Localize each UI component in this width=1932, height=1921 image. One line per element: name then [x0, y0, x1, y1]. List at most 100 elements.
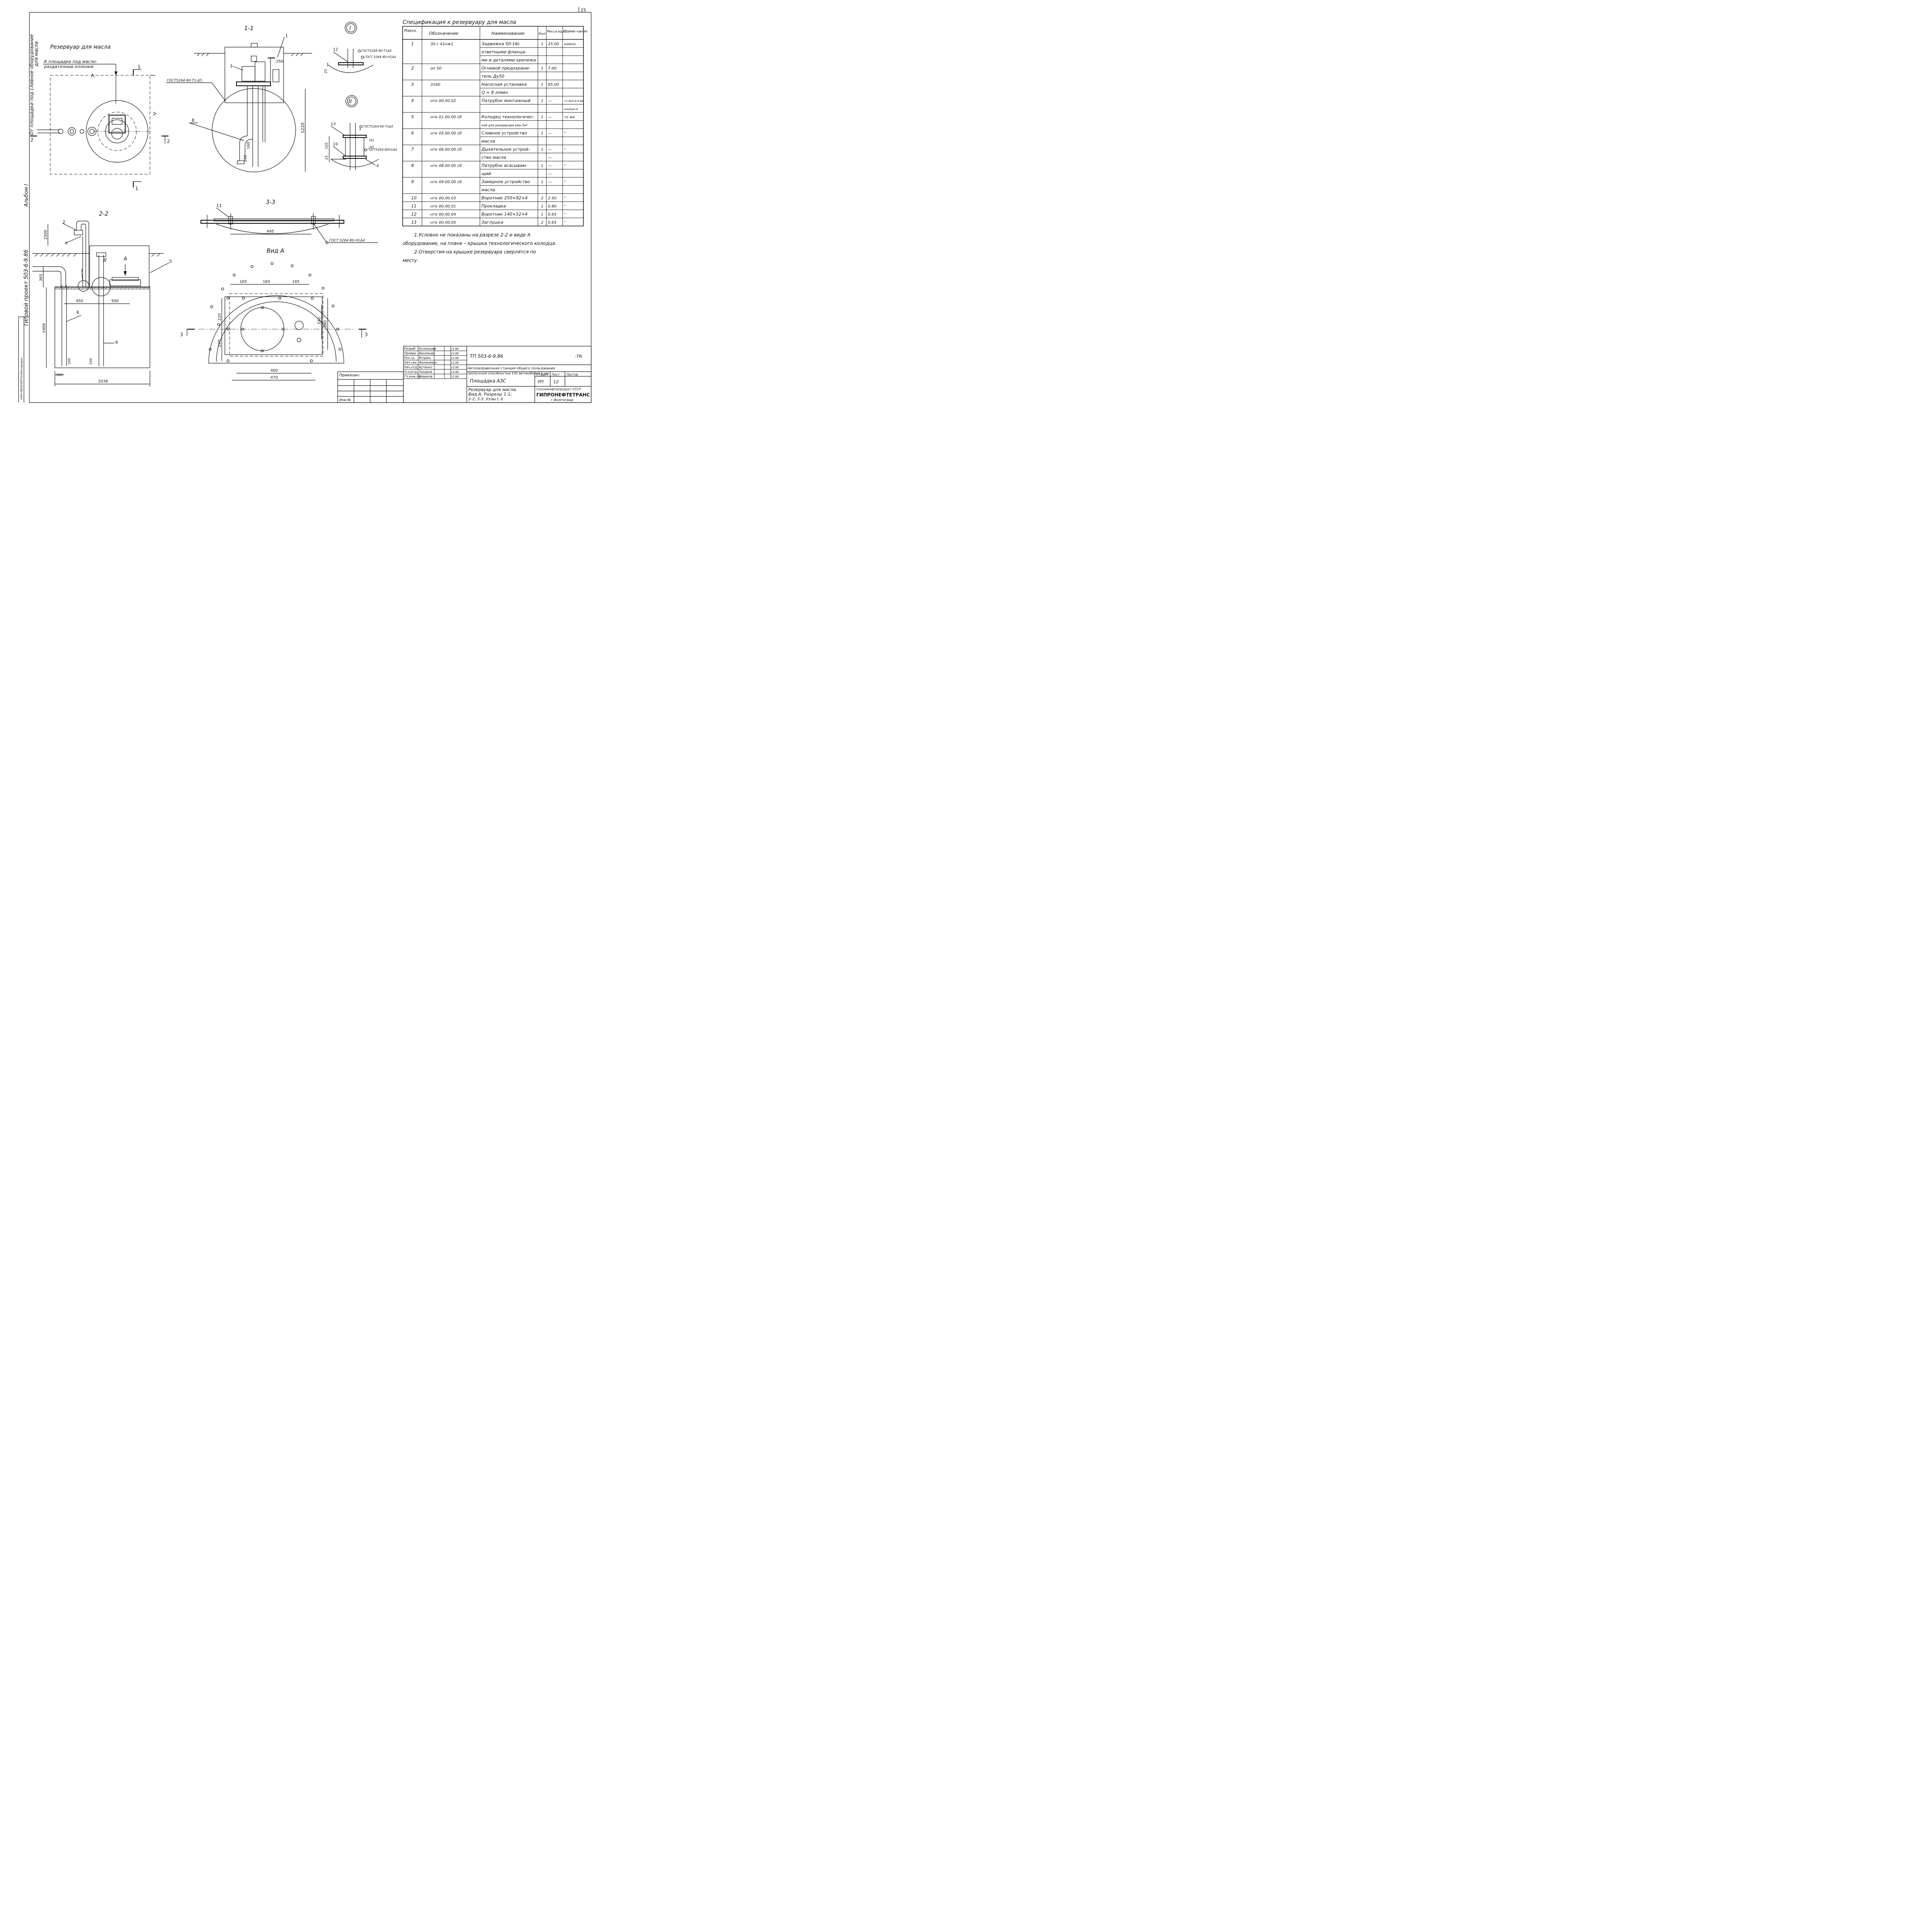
- dim-1220: 1220: [300, 122, 305, 133]
- spec-cell: 0.80: [548, 204, 556, 209]
- spec-cell: 1: [541, 42, 543, 46]
- mark-1: 1: [285, 33, 288, 38]
- plan-arrow-label-2: раздаточные колонки: [44, 64, 94, 69]
- tb-date: 12.86: [451, 375, 459, 378]
- spec-cell: Задвижка 50-16с: [481, 41, 520, 46]
- tb-name: Бутенко: [419, 366, 432, 369]
- node-ii-mark-4: 4: [376, 164, 379, 168]
- dim-320: 320: [317, 317, 321, 325]
- mark-8: 8: [192, 118, 194, 123]
- spec-cell: 7.00: [548, 66, 556, 71]
- spec-cell: 1: [541, 83, 543, 87]
- spec-cell: 8: [411, 163, 414, 168]
- dim-495: 495: [267, 230, 274, 234]
- dim-300: 300: [56, 373, 63, 377]
- spec-cell: нтк 00.00.04: [430, 212, 456, 217]
- node-i-mark-12: 12: [333, 48, 338, 52]
- plan-title: Резервуар для масла: [50, 44, 111, 50]
- tb-name: Вторин: [419, 356, 431, 360]
- section-2-2-node-i: I: [81, 269, 83, 274]
- spec-cell: Колодец технологичес-: [481, 114, 534, 119]
- tb-date: 12.86: [451, 366, 459, 369]
- doc-code: ТП 503-6-9.86: [470, 354, 503, 359]
- spec-cell: 4: [411, 98, 414, 103]
- spec-cell: 3: [411, 82, 414, 87]
- spec-cell: Дыхательное устрой-: [481, 147, 530, 152]
- spec-cell: Патрубок всасываю-: [481, 163, 527, 168]
- spec-cell: 1: [541, 99, 543, 103]
- spec-cell: 0.65: [548, 212, 556, 217]
- sheet-label: Лист: [551, 373, 560, 376]
- spec-header-mass: Масса ед,кг: [547, 30, 567, 33]
- project-name-2: пропускной способностью 135 автомобилей …: [468, 372, 549, 375]
- spec-cell: 10: [411, 196, 417, 201]
- gost-1: ГОСТ5264-80-Т1-Δ5: [167, 79, 202, 83]
- node-ii-n1a: Н1: [369, 139, 374, 143]
- org-city: г.Волгоград: [551, 398, 573, 402]
- tb-role: Провер.: [404, 352, 417, 355]
- spec-cell: 25.00: [548, 42, 559, 46]
- spec-cell: оп 50: [430, 66, 442, 71]
- sheet-title-3: 2-2; 3-3. Узлы I, II: [468, 397, 503, 401]
- cut-3-left: 3: [180, 332, 183, 337]
- node-ii-dim-25: 25: [325, 156, 329, 160]
- left-margin-label-1: От площадки под сливное оборудование: [29, 34, 34, 135]
- note-line-3: 2.Отверстия на крышке резервуара сверлят…: [414, 249, 536, 255]
- dim-470: 470: [270, 376, 278, 380]
- tb-role: Гл.инж.пр.: [404, 375, 422, 378]
- spec-cell: нтк 09.00.00 сб: [430, 180, 462, 184]
- spec-cell: ми и деталями крепежа: [481, 58, 536, 63]
- spec-cell: 30 с 41нж1: [430, 42, 453, 46]
- spec-header-note: Приме-чание: [563, 30, 587, 34]
- dim-500: 500: [111, 299, 119, 303]
- spec-cell: Насосная установка: [481, 82, 527, 87]
- node-ii-n1b: Н1: [369, 146, 374, 150]
- stage-value: РП: [538, 379, 544, 384]
- drawing-sheet: 25 Типовой проект 503-6-9.86 Альбом I СМ…: [18, 7, 592, 403]
- tb-date: 12.86: [451, 357, 459, 360]
- tb-name: Захаров: [419, 370, 432, 374]
- spec-header-designation: Обозначение: [429, 31, 459, 36]
- mark-6: 6: [77, 310, 79, 315]
- spec-cell: Прокладка: [481, 204, 506, 209]
- dim-100-a: 100: [68, 358, 71, 365]
- dim-150: 150: [243, 155, 248, 162]
- spec-cell: ": [564, 205, 566, 209]
- spec-cell: масла: [481, 187, 495, 192]
- dim-165-c: 165: [292, 280, 299, 284]
- tb-name: Фаланеева: [419, 361, 437, 364]
- spec-cell: нтк 00.00.05: [430, 221, 456, 225]
- node-ii: II 13 10 ГОСТ5264-80-Т1Δ4 ГОСТ5264-80Н1Δ…: [325, 95, 397, 170]
- spec-header-qty: Кол: [539, 32, 546, 36]
- view-a-marker: А: [123, 256, 127, 262]
- dim-250: 250: [276, 60, 283, 64]
- spec-cell: 3160: [430, 83, 440, 87]
- section-3-3-title: 3-3: [266, 199, 276, 206]
- spec-title: Спецификация к резервуару для масла: [403, 19, 516, 26]
- spec-cell: 9: [411, 179, 414, 184]
- spec-cell: ": [564, 132, 566, 136]
- spec-cell: —: [548, 148, 552, 152]
- spec-cell: —: [548, 99, 552, 103]
- note-line-2: оборудование, на плане – крышка технолог…: [403, 241, 556, 246]
- spec-cell: нтк 00.00.03: [430, 196, 456, 201]
- tb-role: Н.контр.: [404, 370, 418, 374]
- org-name: ГИПРОНЕФТЕТРАНС: [536, 392, 590, 398]
- spec-cell: —: [548, 156, 552, 160]
- sheet-value: 12: [553, 379, 559, 384]
- sheet-title-2: Вид А. Разрезы 1-1;: [468, 392, 512, 397]
- spec-cell: 1: [541, 180, 543, 184]
- node-ii-mark-10: 10: [333, 142, 338, 146]
- spec-header-mark: Марка,: [404, 29, 417, 33]
- plan-arrow-label-1: К площадке под масло-: [44, 59, 97, 64]
- cut-2-right: 2: [167, 139, 170, 144]
- node-ii-dim-3: 3: [359, 128, 361, 131]
- spec-cell: 1: [541, 131, 543, 136]
- dim-450: 450: [76, 299, 83, 303]
- album-vertical-label: Альбом I: [24, 184, 29, 207]
- binding-label: Привязан:: [339, 373, 360, 377]
- tb-name: Новиков: [419, 375, 433, 378]
- spec-cell: то же: [564, 116, 575, 119]
- spec-cell: 11: [411, 204, 417, 209]
- section-1-1: 1-1 1220 250 160 150 1: [166, 25, 312, 172]
